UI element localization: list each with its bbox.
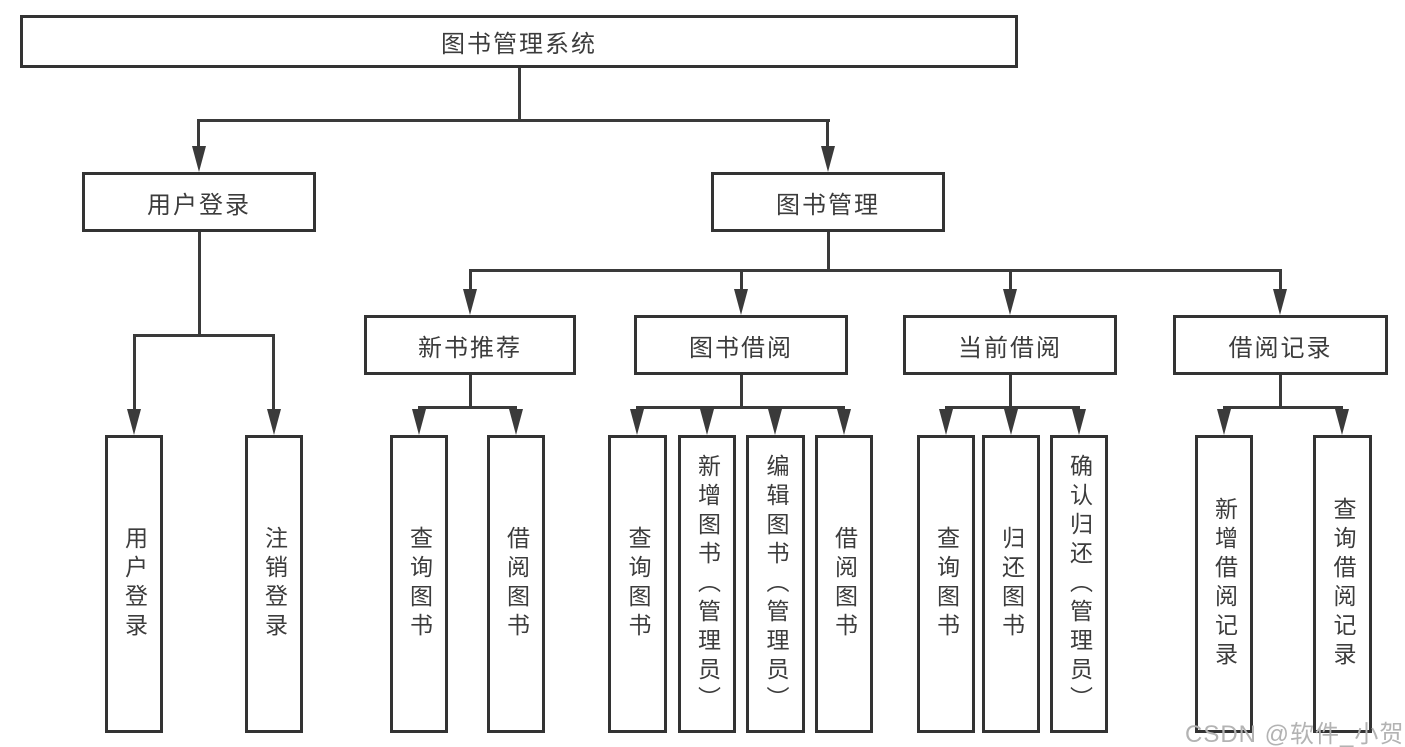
node-root-label: 图书管理系统 [441,31,597,58]
connector-drop-user-login [197,119,200,149]
node-user-login-label: 用户登录 [147,191,251,219]
connector-current-rail [945,406,1080,409]
arrowhead-leaf-logout [267,409,281,435]
connector-borrow-stem [740,375,743,408]
arrowhead-leaf-confirm-return [1072,409,1086,435]
leaf-query-book-1: 查询图书 [390,435,448,733]
leaf-query-book-3-label: 查询图书 [933,526,960,642]
arrowhead-leaf-add-book [700,409,714,435]
leaf-add-book: 新增图书（管理员） [678,435,736,733]
leaf-query-record: 查询借阅记录 [1313,435,1372,733]
node-borrow: 图书借阅 [634,315,848,375]
leaf-add-record-label: 新增借阅记录 [1211,497,1238,671]
leaf-confirm-return: 确认归还（管理员） [1050,435,1108,733]
leaf-add-record: 新增借阅记录 [1195,435,1253,733]
leaf-return-book-label: 归还图书 [998,526,1025,642]
leaf-query-book-2: 查询图书 [608,435,667,733]
connector-borrow-rail [636,406,845,409]
leaf-query-book-2-label: 查询图书 [625,526,651,642]
connector-drop-book-mgmt [826,119,829,149]
leaf-borrow-book-1-label: 借阅图书 [503,526,530,642]
leaf-logout: 注销登录 [245,435,303,733]
connector-drop-records [1279,269,1282,293]
node-borrow-label: 图书借阅 [689,334,793,362]
arrowhead-leaf-borrow-book-2 [837,409,851,435]
connector-user-login-stem [198,232,201,336]
connector-root-stem [518,68,521,121]
leaf-logout-label: 注销登录 [261,526,288,642]
leaf-query-record-label: 查询借阅记录 [1330,497,1356,671]
connector-new-rec-rail [418,406,517,409]
leaf-confirm-return-label: 确认归还（管理员） [1066,453,1093,715]
connector-book-mgmt-rail [469,269,1282,272]
leaf-edit-book-label: 编辑图书（管理员） [763,453,789,715]
connector-drop-leaf-login [133,334,136,412]
connector-drop-new-rec [469,269,472,293]
arrowhead-leaf-add-record [1217,409,1231,435]
arrowhead-leaf-login [127,409,141,435]
arrowhead-leaf-borrow-book-1 [509,409,523,435]
node-book-mgmt-label: 图书管理 [776,191,880,219]
connector-drop-current [1009,269,1012,293]
leaf-user-login-label: 用户登录 [121,526,148,642]
arrowhead-current [1003,289,1017,315]
arrowhead-records [1273,289,1287,315]
leaf-borrow-book-2-label: 借阅图书 [831,526,858,642]
arrowhead-leaf-query-book-3 [939,409,953,435]
arrowhead-user-login [192,146,206,172]
node-user-login: 用户登录 [82,172,316,232]
node-root: 图书管理系统 [20,15,1018,68]
arrowhead-leaf-edit-book [768,409,782,435]
leaf-edit-book: 编辑图书（管理员） [746,435,805,733]
leaf-borrow-book-1: 借阅图书 [487,435,545,733]
watermark: CSDN @软件_小贺同学 [1185,721,1405,747]
connector-user-login-rail [133,334,275,337]
arrowhead-leaf-query-book-1 [412,409,426,435]
node-records: 借阅记录 [1173,315,1388,375]
connector-book-mgmt-stem [827,232,830,272]
connector-records-rail [1223,406,1343,409]
arrowhead-leaf-return-book [1004,409,1018,435]
leaf-borrow-book-2: 借阅图书 [815,435,873,733]
node-current: 当前借阅 [903,315,1117,375]
connector-drop-borrow [740,269,743,293]
node-new-rec-label: 新书推荐 [418,334,522,362]
node-new-rec: 新书推荐 [364,315,576,375]
connector-new-rec-stem [469,375,472,408]
arrowhead-leaf-query-book-2 [630,409,644,435]
arrowhead-leaf-query-record [1335,409,1349,435]
leaf-query-book-1-label: 查询图书 [406,526,433,642]
leaf-query-book-3: 查询图书 [917,435,975,733]
connector-current-stem [1009,375,1012,408]
leaf-user-login: 用户登录 [105,435,163,733]
connector-drop-leaf-logout [272,334,275,412]
arrowhead-new-rec [463,289,477,315]
arrowhead-book-mgmt [821,146,835,172]
node-records-label: 借阅记录 [1228,334,1333,362]
leaf-return-book: 归还图书 [982,435,1040,733]
node-book-mgmt: 图书管理 [711,172,945,232]
leaf-add-book-label: 新增图书（管理员） [694,453,721,715]
arrowhead-borrow [734,289,748,315]
connector-root-rail [198,119,830,122]
node-current-label: 当前借阅 [958,334,1062,362]
connector-records-stem [1279,375,1282,408]
